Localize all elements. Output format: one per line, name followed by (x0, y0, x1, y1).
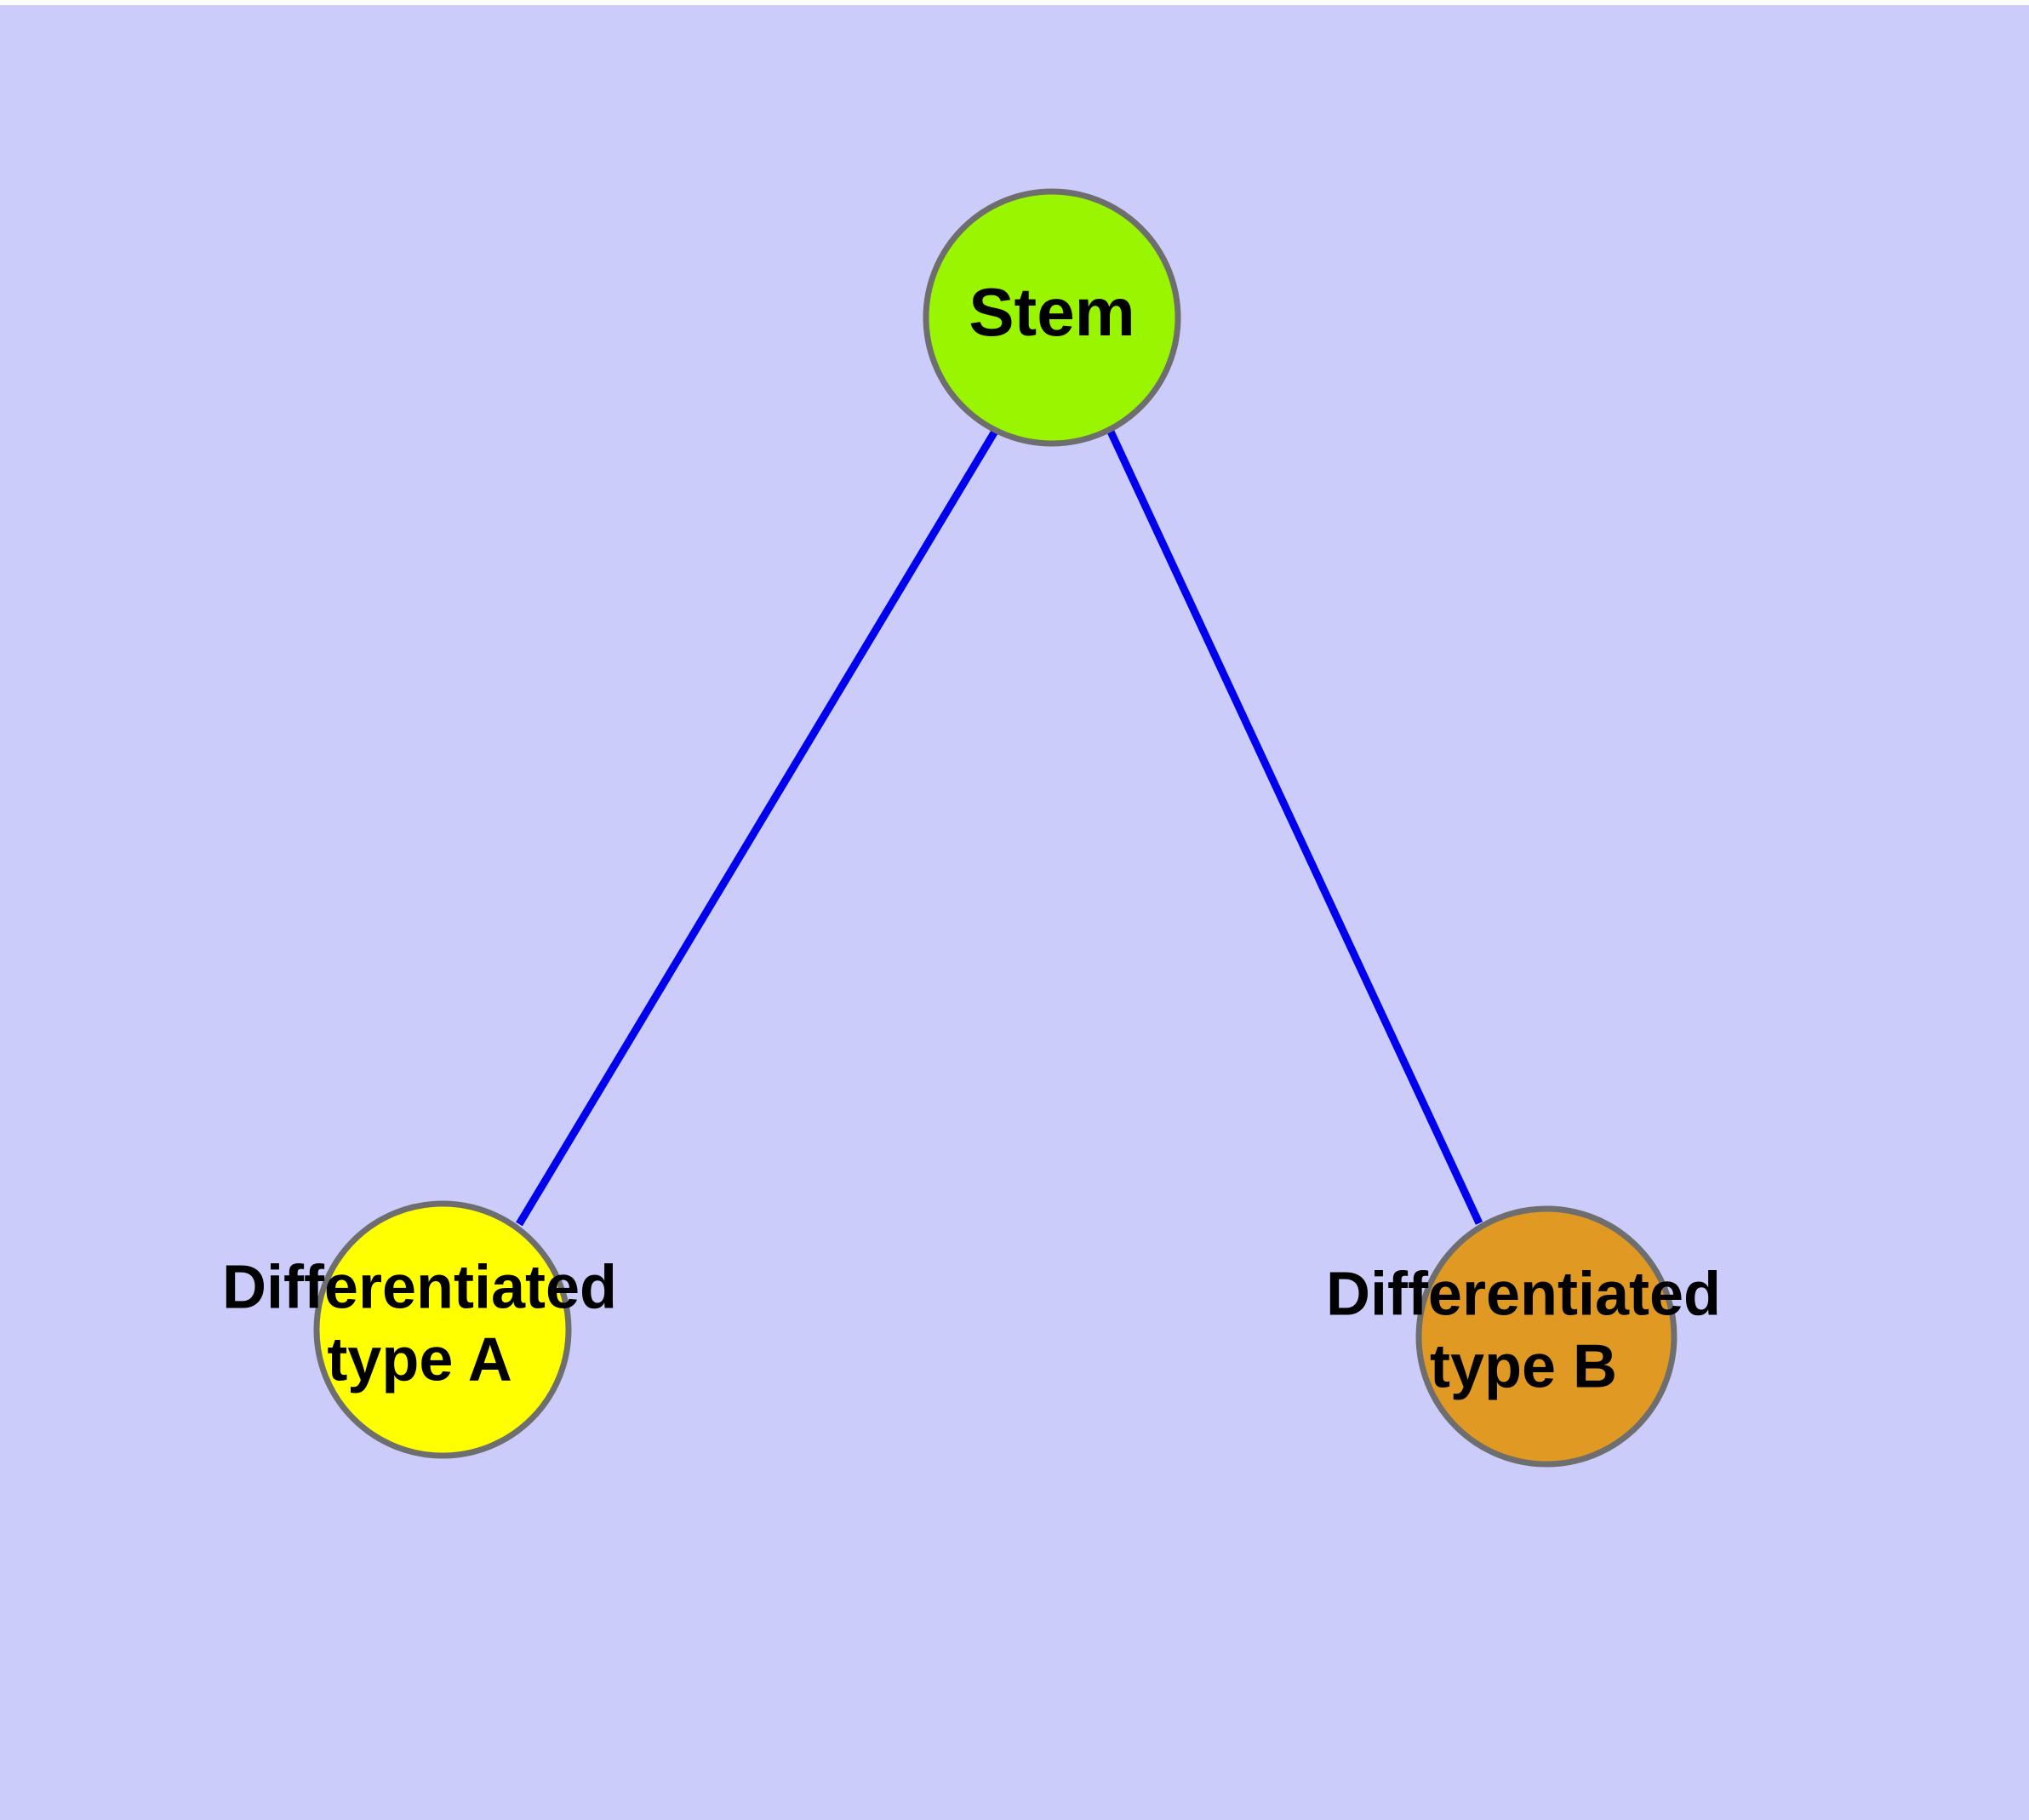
graph-node-label-line: type A (327, 1325, 512, 1394)
graph-node-diff_a[interactable] (313, 1200, 572, 1459)
graph-node-diff_b[interactable] (1415, 1205, 1677, 1468)
graph-node-label-line: Differentiated (1326, 1261, 1721, 1329)
graph-node-stem[interactable] (923, 188, 1181, 447)
graph-edge-stem-diff_b[interactable] (1106, 430, 1483, 1225)
graph-node-label-stem: Stem (969, 274, 1135, 350)
graph-node-label-line: Differentiated (222, 1254, 617, 1322)
graph-node-label-line: Stem (969, 274, 1135, 350)
graph-node-label-line: type B (1430, 1332, 1617, 1400)
nodes-layer (313, 188, 1677, 1468)
graph-edge-stem-diff_a[interactable] (516, 427, 999, 1227)
edges-layer (516, 427, 1483, 1227)
